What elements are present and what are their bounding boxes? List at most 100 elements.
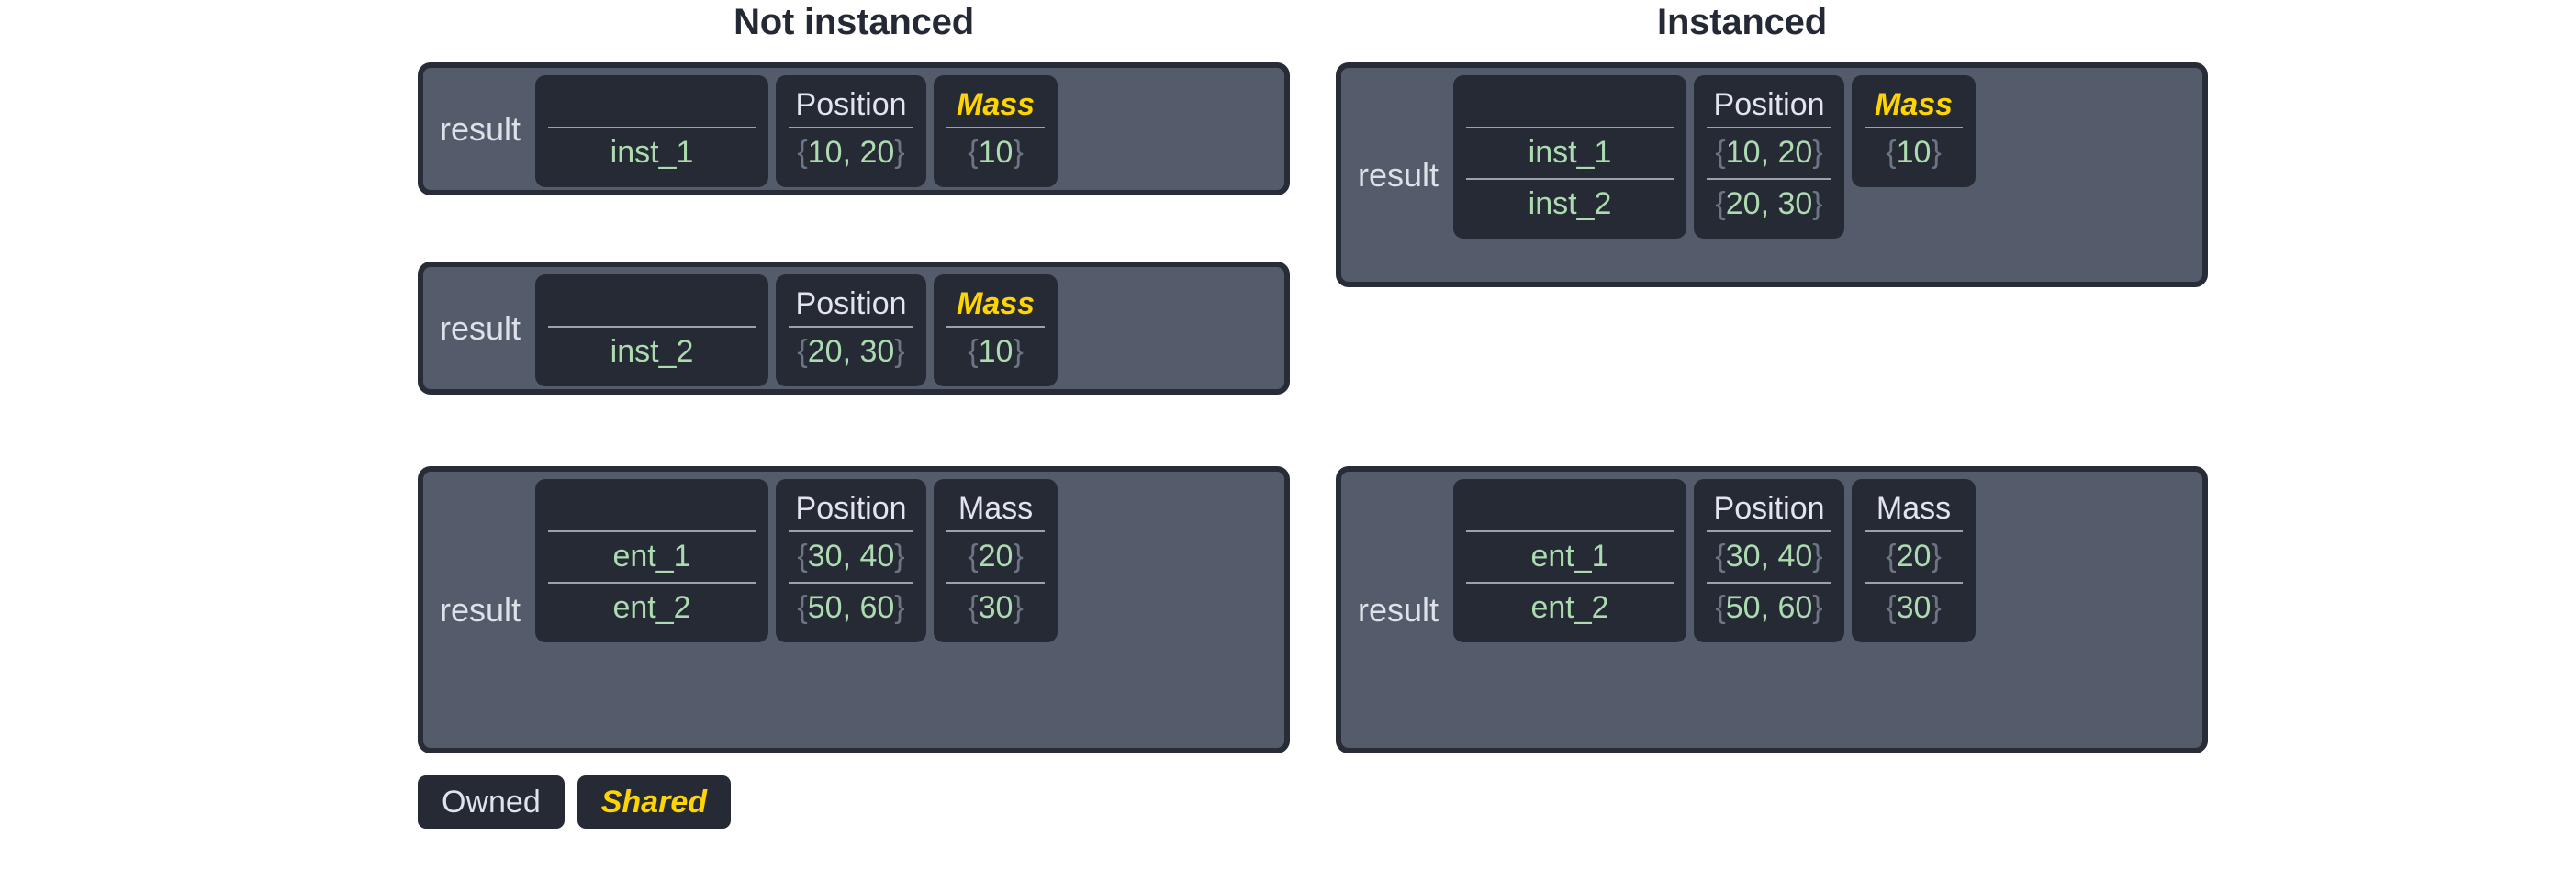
panel-columns: ent_1 ent_2 Position {30, 40} {50, 60} M… [1453,479,2195,741]
column-header-mass: Mass [957,286,1036,321]
cell-mass: {30} [934,582,1058,633]
result-panel-instanced-2: result ent_1 ent_2 Position {30, 40} {50… [1336,466,2208,753]
legend-chip-owned: Owned [418,775,565,829]
cell-mass: {20} [1852,530,1976,582]
brace-close: } [1812,539,1823,574]
result-panel-not-instanced-2: result inst_2 Position {20, 30} Mass {10… [418,262,1290,395]
brace-open: { [1886,135,1897,170]
column-header-position: Position [795,491,907,526]
panel-label-result: result [1358,155,1439,194]
cell-mass-value: 10 [1896,135,1932,170]
cell-mass-value: 10 [978,135,1014,170]
column-header-mass: Mass [1875,87,1954,122]
cell-position: {50, 60} [1694,582,1844,633]
panel-columns: inst_1 Position {10, 20} Mass {10} [535,75,1277,187]
result-panel-not-instanced-3: result ent_1 ent_2 Position {30, 40} {50… [418,466,1290,753]
cell-entity-name: ent_1 [535,530,768,582]
cell-mass-value: 20 [978,539,1014,574]
cell-mass-value: 20 [1896,539,1932,574]
cell-position-value: 20, 30 [1725,186,1813,221]
cell-position-value: 20, 30 [807,334,895,369]
cell-entity-name: inst_2 [1453,178,1686,229]
column-mass: Mass {20} {30} [1852,479,1977,642]
heading-instanced: Instanced [1657,2,1827,42]
brace-open: { [797,334,808,369]
brace-close: } [894,539,905,574]
brace-open: { [968,539,979,574]
panel-label-result: result [1358,590,1439,629]
column-entity-name: ent_1 ent_2 [1453,479,1687,642]
brace-close: } [1812,186,1823,221]
column-header-position: Position [1713,491,1825,526]
column-header-entity-name [1453,83,1686,127]
brace-close: } [1812,135,1823,170]
panel-columns: ent_1 ent_2 Position {30, 40} {50, 60} M… [535,479,1277,741]
cell-mass: {10} [934,326,1058,377]
brace-close: } [1812,590,1823,625]
column-mass-shared: Mass {10} [1852,75,1977,187]
brace-close: } [894,590,905,625]
brace-close: } [1013,334,1024,369]
cell-position: {20, 30} [776,326,926,377]
heading-not-instanced: Not instanced [734,2,974,42]
column-mass: Mass {20} {30} [934,479,1058,642]
column-header-position: Position [1713,87,1825,122]
column-header-position: Position [795,286,907,321]
brace-open: { [968,135,979,170]
cell-mass: {10} [934,127,1058,178]
column-header-mass: Mass [957,87,1036,122]
brace-open: { [797,539,808,574]
cell-mass-value: 30 [1896,590,1932,625]
brace-close: } [1013,539,1024,574]
cell-mass: {20} [934,530,1058,582]
brace-close: } [894,135,905,170]
brace-close: } [1931,135,1942,170]
cell-entity-name: inst_1 [535,127,768,178]
brace-close: } [1931,539,1942,574]
brace-close: } [1013,135,1024,170]
brace-open: { [968,590,979,625]
column-entity-name: inst_1 [535,75,769,187]
cell-position-value: 10, 20 [1725,135,1813,170]
cell-position-value: 50, 60 [807,590,895,625]
brace-open: { [1886,539,1897,574]
cell-position: {50, 60} [776,582,926,633]
cell-position-value: 30, 40 [1725,539,1813,574]
cell-mass-value: 30 [978,590,1014,625]
column-header-position: Position [795,87,907,122]
column-position: Position {10, 20} {20, 30} [1694,75,1845,239]
cell-entity-name: ent_2 [535,582,768,633]
brace-open: { [1715,135,1726,170]
column-entity-name: inst_2 [535,274,769,386]
brace-open: { [1715,539,1726,574]
cell-entity-name: ent_2 [1453,582,1686,633]
column-position: Position {30, 40} {50, 60} [1694,479,1845,642]
cell-mass: {10} [1852,127,1976,178]
column-header-mass: Mass [1876,491,1952,526]
cell-entity-name: inst_2 [535,326,768,377]
brace-open: { [968,334,979,369]
result-panel-not-instanced-1: result inst_1 Position {10, 20} Mass {10… [418,62,1290,195]
column-mass: Mass {10} [934,75,1058,187]
column-position: Position {30, 40} {50, 60} [776,479,927,642]
column-position: Position {20, 30} [776,274,927,386]
legend-chip-shared: Shared [577,775,731,829]
cell-entity-name: ent_1 [1453,530,1686,582]
brace-open: { [1886,590,1897,625]
panel-columns: inst_1 inst_2 Position {10, 20} {20, 30}… [1453,75,2195,274]
column-entity-name: ent_1 ent_2 [535,479,769,642]
panel-columns: inst_2 Position {20, 30} Mass {10} [535,274,1277,386]
column-mass: Mass {10} [934,274,1058,386]
column-position: Position {10, 20} [776,75,927,187]
cell-position-value: 30, 40 [807,539,895,574]
brace-close: } [1931,590,1942,625]
brace-open: { [1715,590,1726,625]
column-header-entity-name [535,83,768,127]
cell-position: {20, 30} [1694,178,1844,229]
cell-position: {10, 20} [1694,127,1844,178]
result-panel-instanced-1: result inst_1 inst_2 Position {10, 20} {… [1336,62,2208,287]
legend: Owned Shared [418,775,731,829]
cell-position-value: 10, 20 [807,135,895,170]
brace-open: { [797,590,808,625]
column-header-entity-name [1453,486,1686,530]
